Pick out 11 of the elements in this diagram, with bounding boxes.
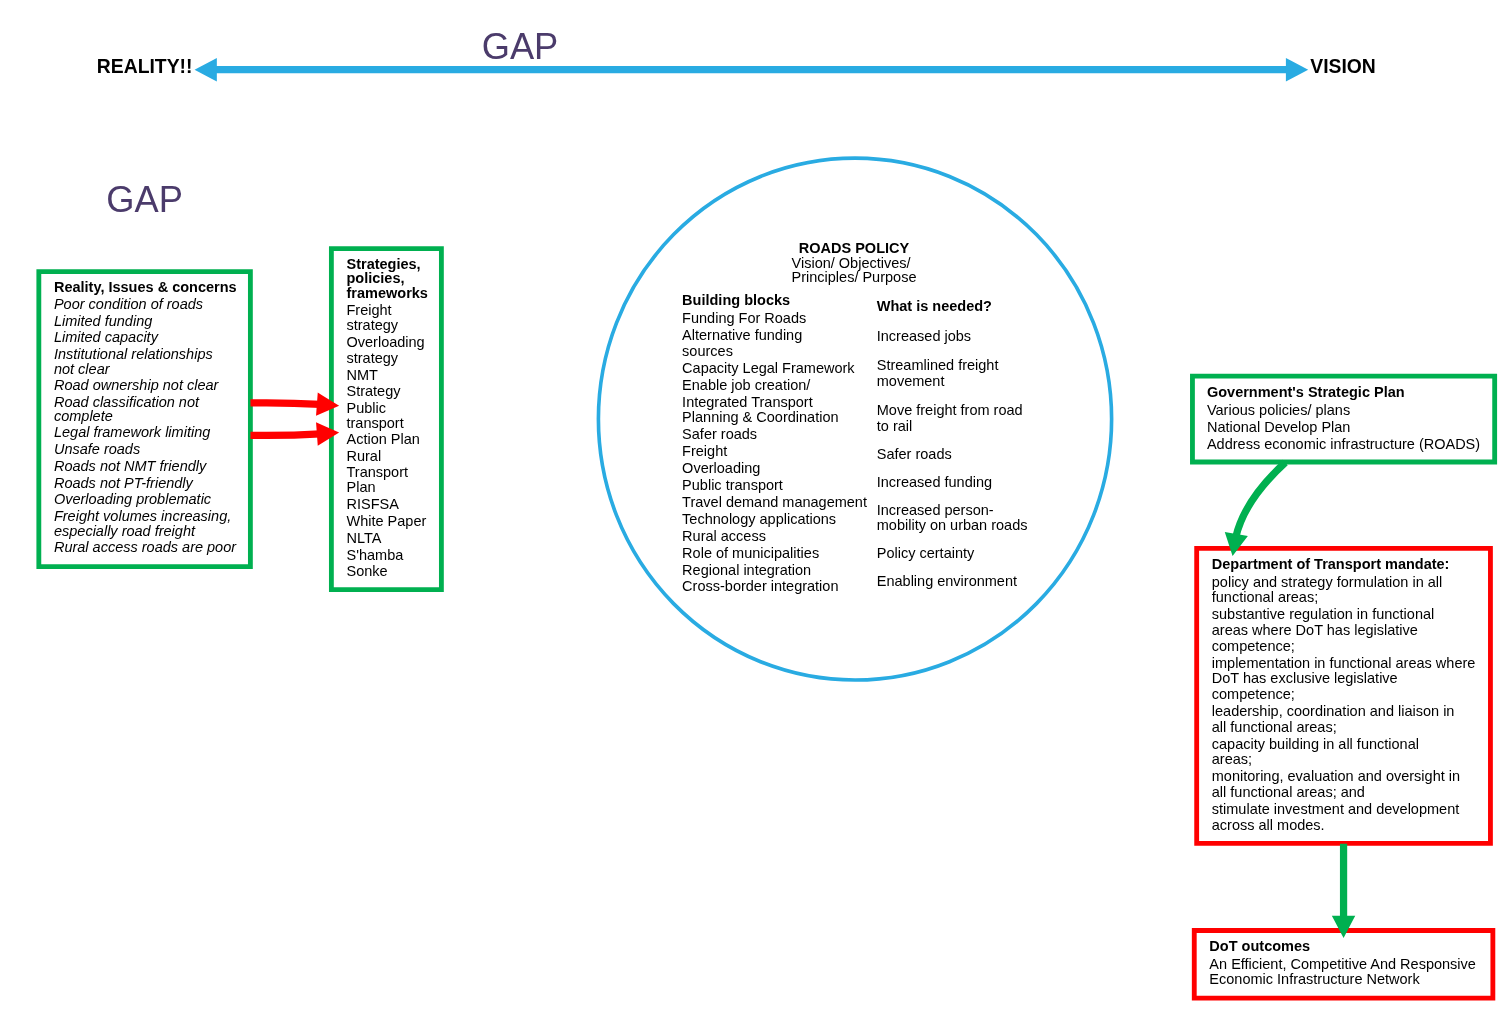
node-text: VISION [1310, 54, 1376, 77]
arrow [194, 57, 1309, 81]
node-text: REALITY!! [96, 54, 193, 77]
label: GAP [106, 178, 183, 220]
node-box: Strategies, policies, frameworks Freight strategy Overloading strategy NMT Strategy Public transport Action Plan Rural Transport Plan RISFSA White Paper NLTA S'hamba Sonke [328, 245, 444, 592]
node-box: Reality, Issues & concerns Poor condition of roads Limited funding Limited capacity Institutional relationships not clear Road ownership not clear Road classification not complete Legal framework limiting Unsafe roads Roads not NMT friendly Roads not PT-friendly Overloading problematic Freight volumes increasing, especially road freight Rural access roads are poor [36, 268, 253, 569]
edge-label: GAP [481, 25, 559, 67]
node-box: DoT outcomes An Efficient, Competitive And Responsive Economic Infrastructure Network [1191, 927, 1496, 1001]
arrow [1224, 459, 1288, 556]
node-box: Department of Transport mandate: policy and strategy formulation in all functional areas; substantive regulation in functional areas where DoT has legislative competence; implementation in functional areas where DoT has exclusive legislative competence; leadership, coordination and liaison in all functional areas; capacity building in all functional areas; monitoring, evaluation and oversight in all functional areas; and stimulate investment and development across all modes. [1194, 545, 1493, 846]
node-box: Government's Strategic Plan Various policies/ plans National Develop Plan Address economic infrastructure (ROADS) [1190, 373, 1498, 464]
